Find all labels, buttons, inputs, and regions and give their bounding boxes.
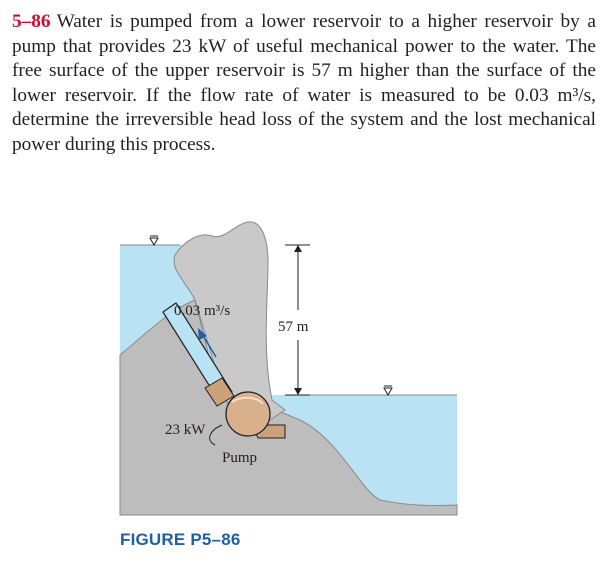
pump-label: Pump xyxy=(222,450,257,466)
problem-text: Water is pumped from a lower reservoir t… xyxy=(12,11,596,155)
power-label: 23 kW xyxy=(165,422,206,438)
figure-caption: FIGURE P5–86 xyxy=(120,530,241,549)
flow-arrow xyxy=(198,328,217,358)
rock-hill xyxy=(173,221,286,431)
flow-rate-label: 0.03 m³/s xyxy=(174,303,230,319)
height-label: 57 m xyxy=(278,319,309,335)
pipe-fitting xyxy=(204,377,235,407)
power-lead xyxy=(209,424,223,446)
inlet-pipe xyxy=(162,302,233,402)
height-dimension xyxy=(285,244,310,396)
lower-surface-marker xyxy=(383,385,393,397)
pump-highlight xyxy=(231,396,264,405)
upper-surface-marker xyxy=(149,235,159,247)
problem-number: 5–86 xyxy=(12,11,51,32)
pump-body xyxy=(225,391,271,437)
